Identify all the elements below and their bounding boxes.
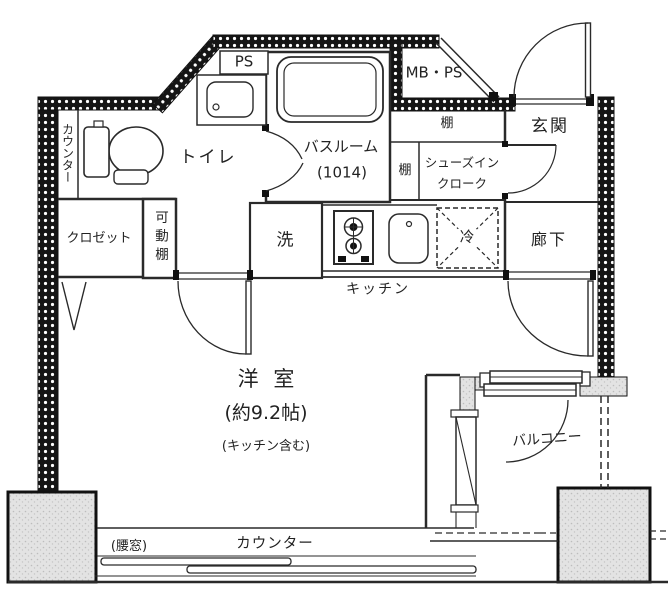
label-counter-bottom: カウンター [236,535,314,552]
bathtub-icon [276,56,384,123]
bottom-window [95,527,477,577]
hallway-door [587,280,594,357]
sink-icon [388,213,429,264]
doors [61,22,594,463]
bathroom-room [262,50,392,204]
label-refrigerator: 冷 [459,229,475,246]
label-laundry: 洗 [276,230,294,251]
label-movable-shelf: 可動棚 [151,210,168,266]
mbps-diagonal-wall [435,37,500,103]
label-closet: クロゼット [66,230,132,246]
label-entrance: 玄関 [531,116,569,137]
washbasin-icon [206,81,254,118]
balcony-door-swing [505,399,569,463]
label-shoes-closet-2: クローク [436,176,488,192]
label-toilet: トイレ [179,147,237,168]
exterior-walls [37,34,615,493]
label-bathroom-size: (1014) [317,163,367,182]
concrete-pillars [6,376,652,584]
door-thresholds [173,94,596,280]
balcony-sliding-door [479,370,591,397]
label-main-room-note: (キッチン含む) [221,438,311,454]
label-bathroom: バスルーム [303,137,379,156]
label-shelf-top: 棚 [440,115,454,131]
side-window [450,409,479,528]
washroom-door [245,280,252,355]
ps-and-vanity [196,50,269,126]
laundry-space [248,201,324,280]
label-hallway: 廊下 [530,230,568,249]
label-counter-left: カウンター [60,123,75,183]
closet-door-mark [61,281,87,331]
balcony-railing [430,396,668,542]
label-ps: PS [234,52,254,71]
label-kitchen: キッチン [346,281,410,298]
entrance-door [584,22,592,98]
label-mb-ps: MB・PS [405,63,463,82]
toilet-icon [83,120,164,185]
label-shelf-side: 棚 [398,162,412,178]
label-main-room-size: (約9.2帖) [224,402,308,425]
refrigerator-space [436,207,499,269]
label-waist-window: (腰窓) [110,538,148,554]
kitchen-fixtures [333,210,429,265]
label-main-room: 洋 室 [237,366,299,391]
label-shoes-closet-1: シューズイン [424,155,500,171]
interior-walls [58,110,598,529]
